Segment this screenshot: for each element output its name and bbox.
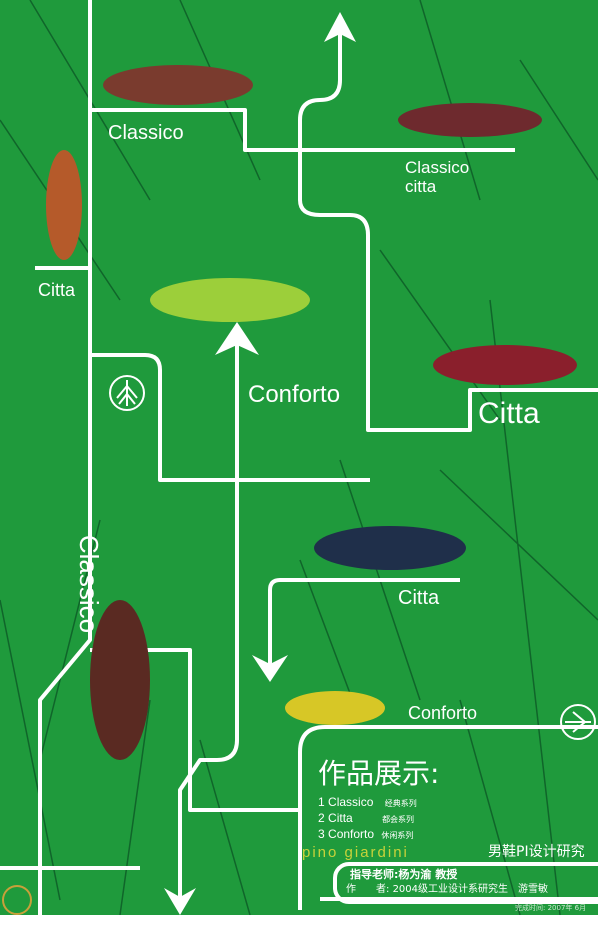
tree-logo-icon [560, 704, 596, 740]
shoe-classico-vertical [90, 600, 150, 760]
label-citta-lower: Citta [398, 587, 440, 609]
shoe-classico-citta [398, 103, 542, 137]
series-num: 1 [318, 795, 325, 809]
brand-cn: 男鞋PI设计研究 [488, 844, 585, 860]
series-item: 3 Conforto 休闲系列 [318, 827, 417, 843]
series-cn: 经典系列 [384, 799, 417, 808]
label-conforto-lower: Conforto [408, 703, 478, 723]
series-name: Classico [328, 795, 374, 809]
series-item: 2 Citta 都会系列 [318, 811, 417, 827]
series-name: Conforto [328, 827, 375, 841]
series-list: 1 Classico 经典系列 2 Citta 都会系列 3 Conforto … [318, 795, 417, 843]
arrows [164, 12, 356, 915]
series-name: Citta [328, 811, 353, 825]
label-classico-vertical: Classico [74, 534, 105, 634]
shoe-classico [103, 65, 253, 105]
series-item: 1 Classico 经典系列 [318, 795, 417, 811]
series-cn: 休闲系列 [381, 831, 414, 840]
series-num: 3 [318, 827, 325, 841]
arrow-down-icon [252, 655, 288, 682]
label-citta-right: Citta [478, 397, 540, 430]
completion-date: 完成时间: 2007年 6月 [515, 904, 587, 912]
label-conforto: Conforto [248, 381, 341, 408]
brand-name: pino giardini [302, 844, 409, 861]
advisor: 指导老师:杨为渝 教授 [350, 868, 458, 881]
arrow-up-icon [324, 12, 356, 42]
exhibit-title: 作品展示: [318, 757, 440, 790]
label-classico: Classico [108, 122, 184, 144]
shoes [46, 65, 577, 760]
shoe-conforto-lower [285, 691, 385, 725]
label-line: citta [405, 177, 437, 196]
tree-icons [2, 375, 596, 915]
shoe-citta-left [46, 150, 82, 260]
arrow-up-icon [215, 322, 259, 355]
label-citta-left: Citta [38, 280, 76, 300]
arrow-down-icon [164, 888, 196, 915]
author: 作 者: 2004级工业设计系研究生 游雪敏 [346, 884, 548, 896]
series-cn: 都会系列 [382, 815, 415, 824]
label-line: Classico [405, 158, 470, 177]
author-value: 2004级工业设计系研究生 游雪敏 [392, 884, 549, 895]
author-label: 作 者: [346, 884, 390, 895]
tree-logo-icon [2, 885, 32, 915]
tree-logo-icon [109, 375, 145, 411]
shoe-citta-right [433, 345, 577, 385]
poster: Classico Classico citta Citta Conforto C… [0, 0, 598, 915]
route-map [0, 0, 598, 915]
shoe-citta-lower [314, 526, 466, 570]
series-num: 2 [318, 811, 325, 825]
shoe-conforto [150, 278, 310, 322]
label-classico-citta: Classico citta [405, 158, 469, 196]
